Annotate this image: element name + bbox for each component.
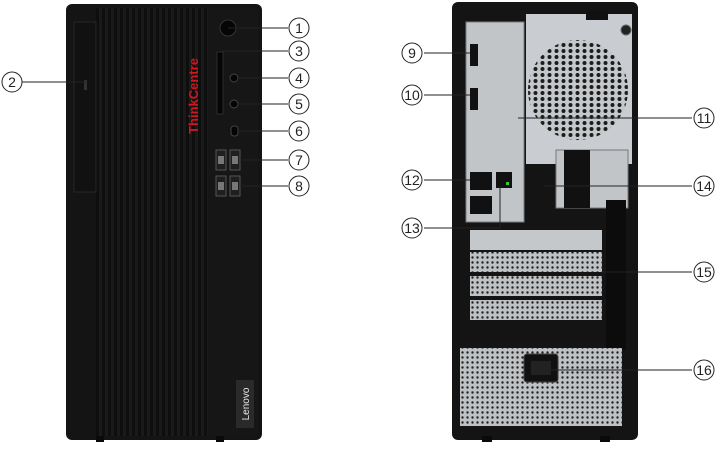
display-port-1 <box>470 44 478 66</box>
callout-number: 4 <box>295 70 303 86</box>
callout-4: 4 <box>288 67 310 89</box>
callout-8: 8 <box>288 175 310 197</box>
front-usb-ports-lower <box>215 175 241 197</box>
callout-number: 2 <box>8 74 16 90</box>
lenovo-logo: Lenovo <box>241 387 252 420</box>
display-port-2 <box>470 88 478 110</box>
front-usb-ports-upper <box>215 149 241 171</box>
ethernet-port <box>496 172 512 188</box>
rear-view <box>452 2 638 442</box>
callout-number: 10 <box>404 87 420 103</box>
callout-2: 2 <box>1 71 23 93</box>
lenovo-badge <box>236 380 254 428</box>
callout-number: 9 <box>408 45 416 61</box>
callout-15: 15 <box>693 261 715 283</box>
callout-number: 6 <box>295 123 303 139</box>
callout-13: 13 <box>401 217 423 239</box>
side-rail <box>606 200 626 350</box>
callout-number: 8 <box>295 178 303 194</box>
front-panel-strip <box>208 8 258 436</box>
padlock-loop <box>564 150 590 208</box>
callout-3: 3 <box>288 40 310 62</box>
expansion-slots <box>470 230 602 320</box>
callout-12: 12 <box>401 169 423 191</box>
front-view: ThinkCentre Lenovo <box>66 4 262 442</box>
rear-usb-ports-upper <box>470 172 492 190</box>
callout-7: 7 <box>288 149 310 171</box>
rear-usb-ports-lower <box>470 196 492 214</box>
callout-5: 5 <box>288 93 310 115</box>
callout-number: 5 <box>295 96 303 112</box>
brand-text: ThinkCentre <box>186 58 201 134</box>
front-vent-area <box>96 8 208 436</box>
callout-16: 16 <box>693 359 715 381</box>
rear-top-bracket <box>586 10 608 20</box>
callout-number: 11 <box>697 110 712 126</box>
callout-number: 1 <box>295 20 303 36</box>
callout-6: 6 <box>288 120 310 142</box>
microphone-jack <box>229 99 239 109</box>
optical-drive-eject <box>84 80 87 90</box>
headset-jack <box>229 73 239 83</box>
callout-10: 10 <box>401 84 423 106</box>
rear-foot-right <box>600 436 610 442</box>
optical-drive-bay <box>73 21 97 193</box>
fan-grille <box>528 40 628 140</box>
callout-number: 16 <box>696 362 712 378</box>
card-reader-slot <box>216 51 224 115</box>
rear-screw-top <box>620 24 632 36</box>
callout-number: 14 <box>696 178 712 194</box>
callout-14: 14 <box>693 175 715 197</box>
callout-leaders <box>22 27 692 371</box>
callout-number: 13 <box>404 220 420 236</box>
callout-9: 9 <box>401 42 423 64</box>
front-foot-right <box>216 436 224 442</box>
callout-number: 12 <box>404 172 420 188</box>
callout-1: 1 <box>288 17 310 39</box>
ethernet-led <box>506 182 509 185</box>
callout-number: 15 <box>696 264 712 280</box>
power-inlet-socket <box>531 361 551 375</box>
callout-11: 11 <box>693 107 715 129</box>
usb-c-port <box>230 125 239 137</box>
callout-number: 3 <box>295 43 303 59</box>
callout-number: 7 <box>295 152 303 168</box>
rear-foot-left <box>482 436 492 442</box>
front-foot-left <box>96 436 104 442</box>
